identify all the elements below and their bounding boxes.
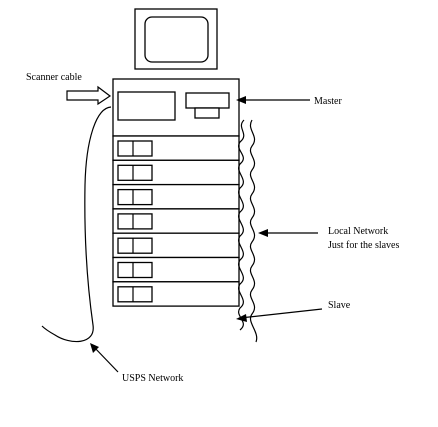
slave-drive	[117, 140, 153, 157]
slave-unit	[112, 232, 240, 259]
local-network-arrow	[258, 229, 318, 237]
slave-unit	[112, 183, 240, 210]
slave-unit	[112, 256, 240, 283]
local-network-line-b	[249, 119, 258, 343]
usps-network-arrow	[90, 343, 119, 373]
master-unit	[112, 78, 240, 137]
local-network-label-line2: Just for the slaves	[328, 240, 399, 251]
slave-drive	[117, 213, 153, 230]
master-label: Master	[314, 96, 342, 107]
slave-unit	[112, 159, 240, 186]
local-network-label-line1: Local Network	[328, 226, 388, 237]
local-network-line-a	[238, 119, 245, 331]
scanner-cable-arrow	[66, 85, 112, 106]
slave-unit	[112, 208, 240, 234]
slave-drive	[117, 237, 153, 254]
slave-drive	[117, 164, 153, 181]
slave-drive	[117, 286, 153, 303]
master-arrow	[236, 96, 310, 104]
slave-units	[112, 135, 240, 307]
usps-network-cable	[41, 106, 112, 343]
monitor	[134, 8, 218, 70]
usps-network-label: USPS Network	[122, 373, 183, 384]
scanner-cable-label: Scanner cable	[26, 72, 82, 83]
slave-drive	[117, 188, 153, 206]
slave-unit	[112, 135, 240, 161]
slave-drive	[117, 261, 153, 279]
slave-unit	[112, 281, 240, 307]
slave-label: Slave	[328, 300, 351, 311]
slave-arrow	[236, 308, 323, 322]
